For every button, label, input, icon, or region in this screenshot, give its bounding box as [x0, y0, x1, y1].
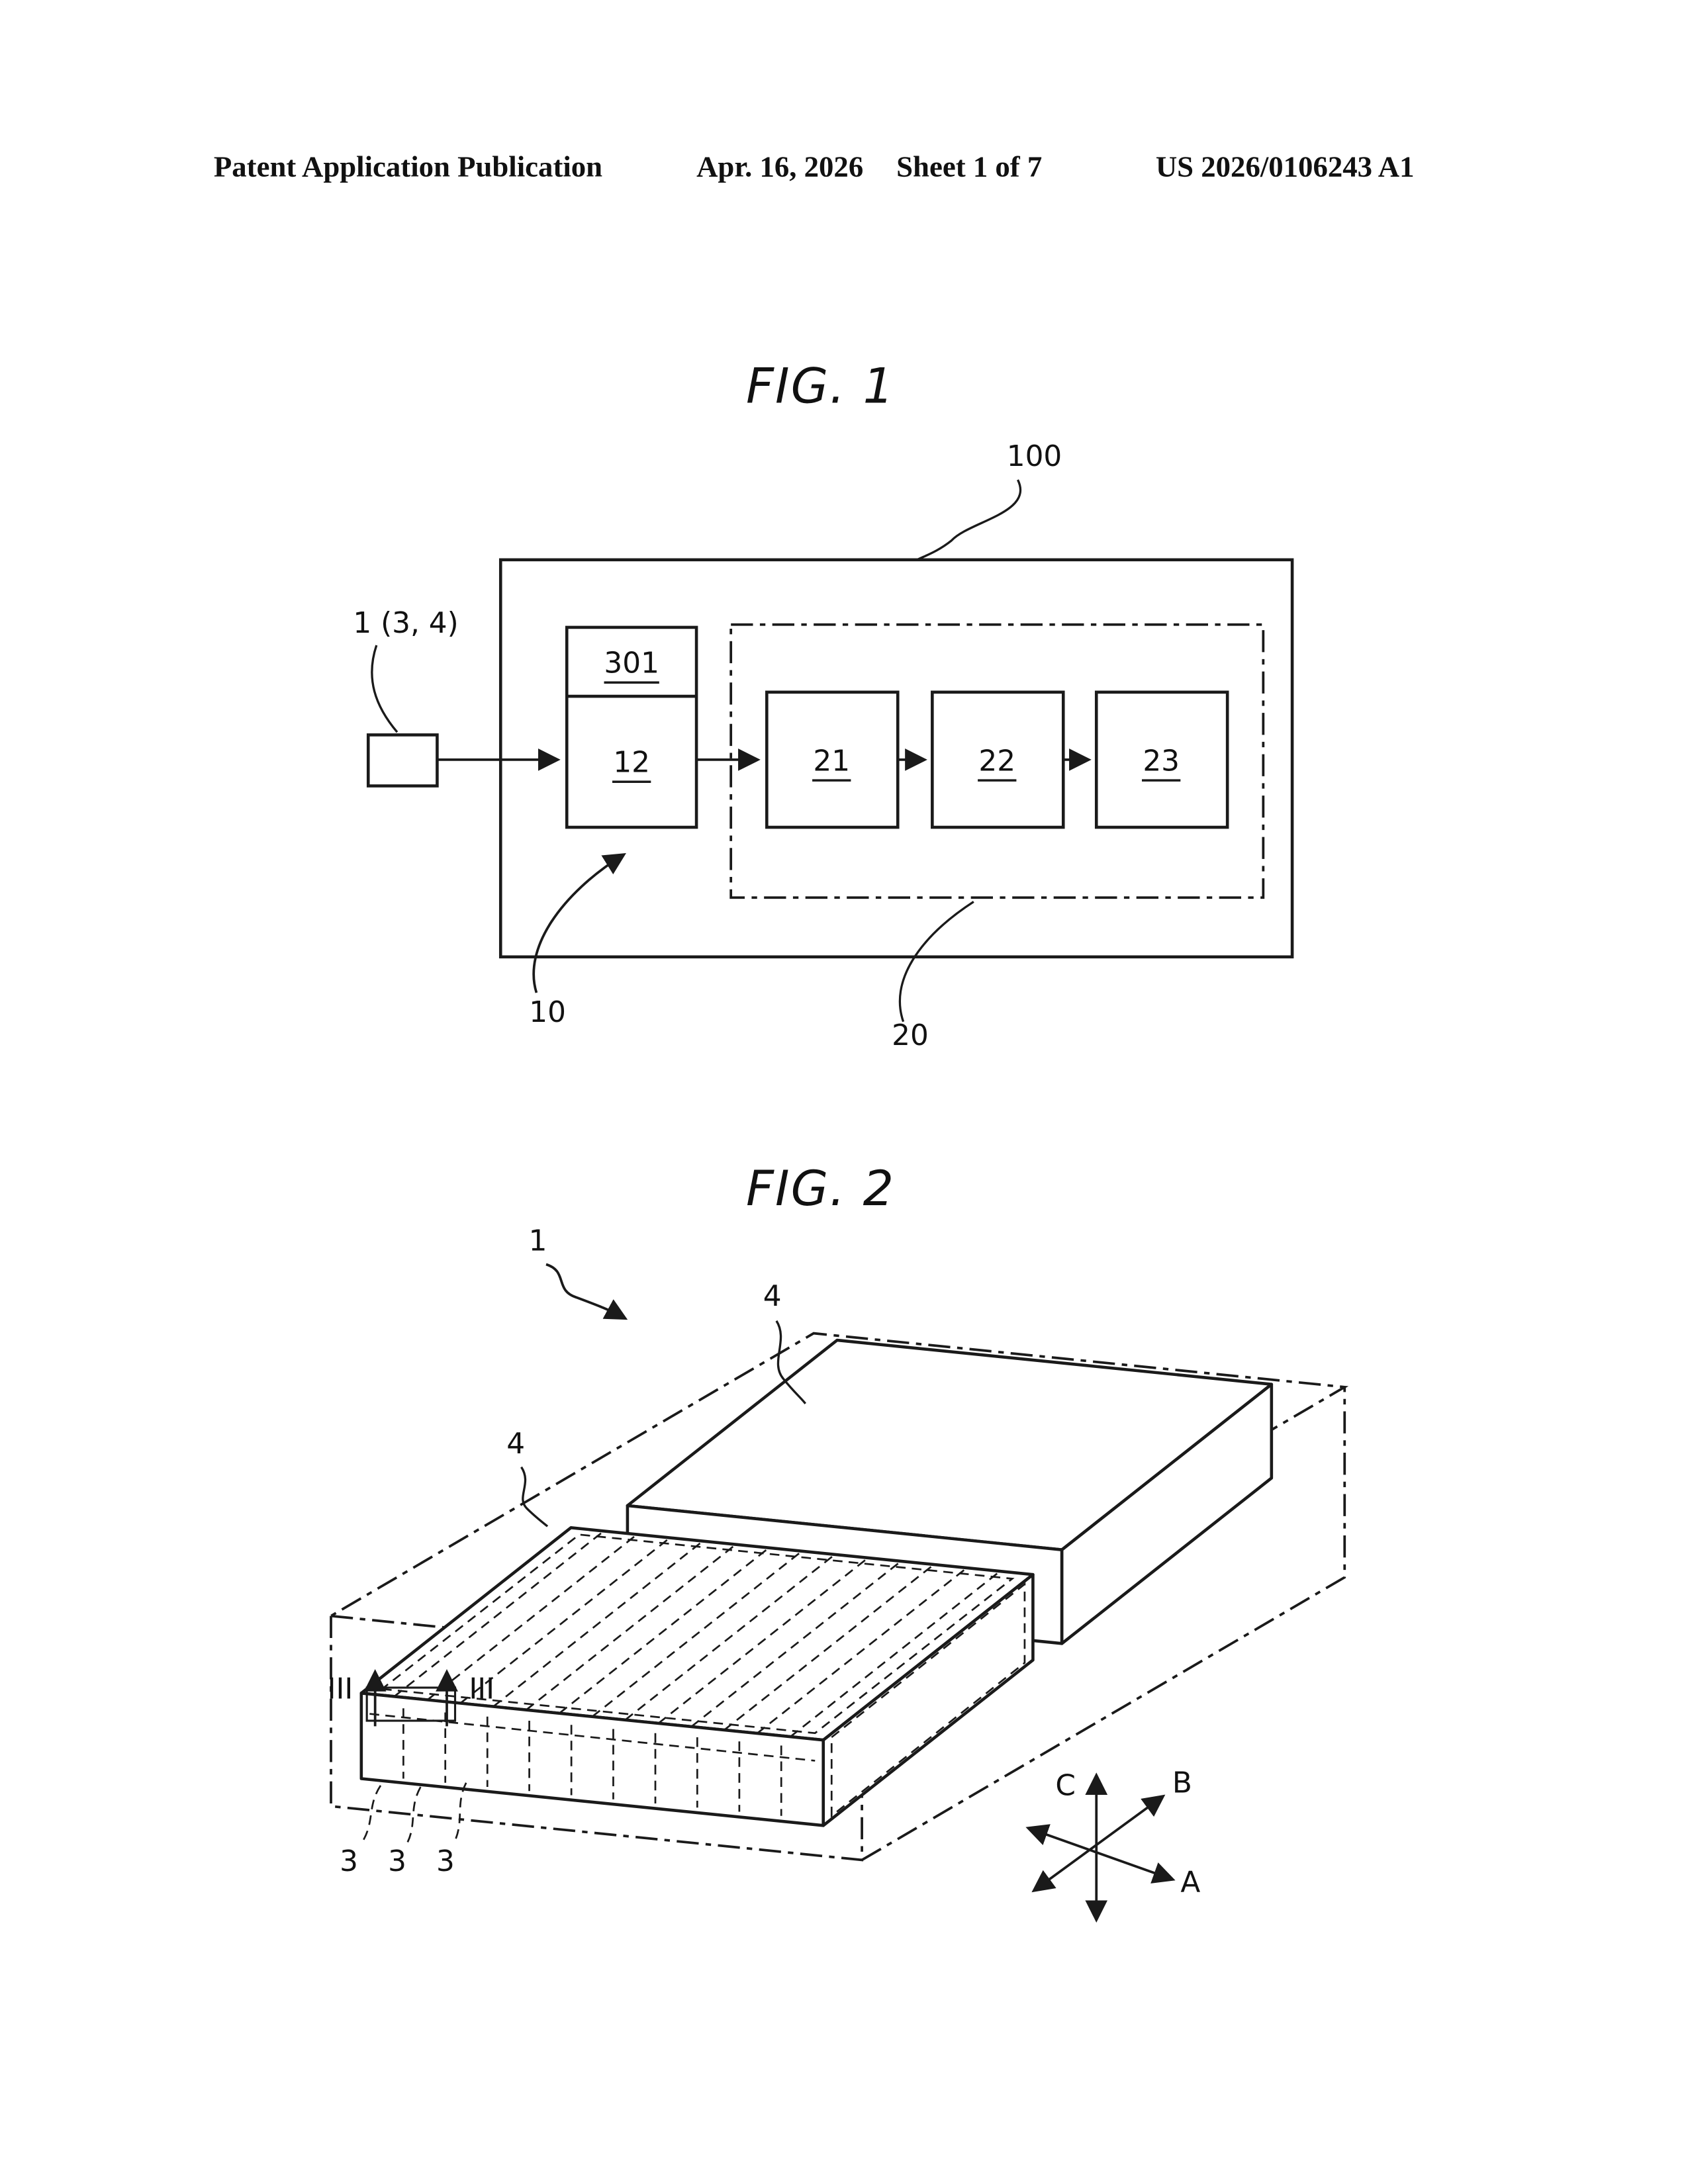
- fig2-section-label-left: III: [328, 1672, 353, 1706]
- fig2-cell-division-lines: [402, 1708, 782, 1816]
- fig2-ref-1: 1: [529, 1224, 547, 1258]
- fig1-ref-12: 12: [613, 746, 650, 780]
- fig1-ref-input: 1 (3, 4): [353, 606, 458, 640]
- fig1-block-301-12: [565, 625, 698, 829]
- fig2-front-seam-line: [369, 1713, 816, 1762]
- fig2-front-block-side-face: [821, 1572, 1035, 1827]
- fig1-leader-20: [898, 901, 974, 1023]
- fig2-leader-4-rear: [775, 1320, 806, 1404]
- fig1-leader-100: [916, 479, 1021, 561]
- fig1-block-23: [1094, 690, 1229, 829]
- figure-2: FIG. 2 1 4 4 III: [327, 1161, 1349, 1923]
- header-sheet: Sheet 1 of 7: [896, 150, 1042, 183]
- fig2-front-block: [359, 1526, 1035, 1827]
- axis-a-label: A: [1180, 1865, 1200, 1899]
- fig2-leader-1: [545, 1263, 628, 1320]
- fig1-ref-22: 22: [978, 745, 1015, 778]
- fig1-ref-21: 21: [813, 745, 850, 778]
- fig2-leader-4-front: [520, 1466, 549, 1527]
- fig2-side-inset-outline: [830, 1582, 1026, 1818]
- fig2-section-label-right: III: [469, 1672, 494, 1706]
- fig1-system-box: [498, 558, 1294, 959]
- fig2-ref-3-second: 3: [388, 1844, 406, 1878]
- axis-b-label: B: [1172, 1766, 1192, 1799]
- fig2-leader-3-first: [360, 1785, 382, 1844]
- fig2-leader-3-third: [453, 1782, 467, 1844]
- fig2-ref-3-third: 3: [436, 1844, 455, 1878]
- fig2-section-plane-box: [365, 1686, 457, 1722]
- fig1-block-21: [765, 690, 900, 829]
- header-date: Apr. 16, 2026: [696, 150, 863, 183]
- fig1-ref-100: 100: [1007, 439, 1062, 473]
- page-header: Patent Application Publication Apr. 16, …: [214, 150, 1415, 183]
- fig2-ref-4-front: 4: [506, 1427, 525, 1461]
- header-publication: Patent Application Publication: [214, 150, 602, 183]
- fig1-leader-input: [371, 645, 399, 733]
- fig2-leader-3-second: [404, 1786, 422, 1847]
- axis-b-line: [1031, 1794, 1166, 1893]
- fig1-ref-23: 23: [1143, 745, 1180, 778]
- fig2-ref-4-rear: 4: [763, 1279, 782, 1313]
- fig1-ref-20: 20: [892, 1019, 929, 1052]
- fig2-top-hatch-lines: [393, 1530, 1001, 1738]
- fig2-section-markers: III III: [328, 1669, 494, 1727]
- fig1-group-20-box: [729, 623, 1265, 899]
- fig2-top-inset-outline: [379, 1533, 1015, 1735]
- fig1-title: FIG. 1: [746, 358, 895, 414]
- header-doc-number: US 2026/0106243 A1: [1156, 150, 1415, 183]
- fig1-input-box: [366, 733, 439, 788]
- axis-a-line: [1025, 1824, 1176, 1884]
- fig2-axis-triad: C B A: [1025, 1766, 1200, 1923]
- fig2-title: FIG. 2: [746, 1161, 895, 1217]
- fig2-cell-refs: 3 3 3: [340, 1782, 467, 1878]
- figure-1: FIG. 1 100 1 (3, 4) 301 12 21 22: [353, 358, 1294, 1052]
- fig1-ref-10: 10: [529, 995, 566, 1029]
- fig2-rear-block-side-face: [1060, 1383, 1274, 1645]
- fig1-leader-10: [532, 852, 626, 993]
- axis-c-label: C: [1055, 1769, 1076, 1803]
- fig2-ref-3-first: 3: [340, 1844, 358, 1878]
- fig1-block-22: [931, 690, 1065, 829]
- fig1-ref-301: 301: [604, 647, 659, 680]
